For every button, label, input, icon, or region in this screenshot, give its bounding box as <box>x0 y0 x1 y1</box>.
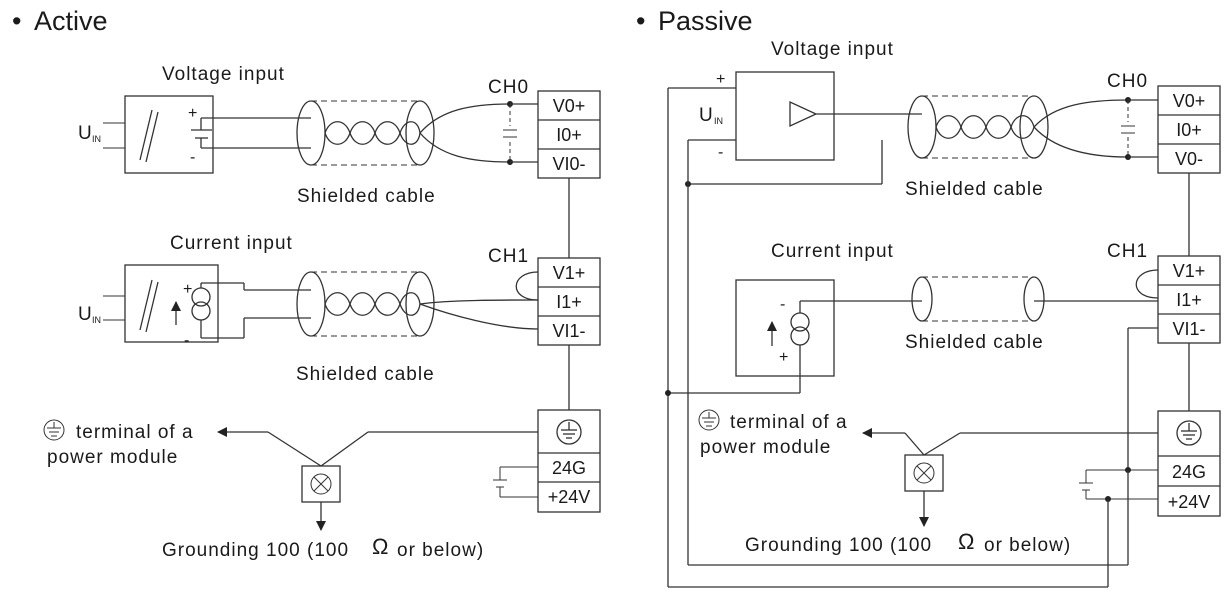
passive-ch1-terminal-block: V1+ I1+ VI1- <box>1157 255 1221 344</box>
active-power-terminal-2: +24V <box>548 487 591 507</box>
active-ch1-terminal-2: I1+ <box>556 292 582 312</box>
passive-panel: • Passive Voltage input + - U IN Shielde… <box>636 6 1221 588</box>
active-voltage-source-box <box>124 95 214 174</box>
active-ch0-terminal-3: VI0- <box>552 154 585 174</box>
active-ch1-terminal-block: V1+ I1+ VI1- <box>537 257 601 346</box>
active-panel: • Active Voltage input U IN + - <box>12 6 601 561</box>
active-power-terminal-block: 24G +24V <box>537 409 601 513</box>
passive-ground-terminal-line2: power module <box>700 437 831 458</box>
active-ch0-terminal-1: V0+ <box>553 96 586 116</box>
passive-shielded-cable-label-1: Shielded cable <box>905 179 1044 200</box>
passive-current-input-label: Current input <box>771 241 894 262</box>
passive-earth-ground-icon <box>1176 420 1202 446</box>
active-grounding-omega: Ω <box>372 534 388 559</box>
active-ground-terminal-line1: terminal of a <box>76 422 194 443</box>
passive-amplifier-icon <box>789 100 834 128</box>
passive-current-source-icon <box>767 301 810 393</box>
active-shielded-cable-1 <box>201 100 511 166</box>
passive-i-plus: + <box>779 349 788 366</box>
passive-uin-sub: IN <box>714 116 723 126</box>
passive-ground-terminal-line1: terminal of a <box>730 412 848 433</box>
active-uin-label-2: U <box>78 304 92 325</box>
active-ch0-terminal-2: I0+ <box>556 125 582 145</box>
active-current-source-icon <box>171 283 211 338</box>
passive-voltage-input-label: Voltage input <box>771 39 894 60</box>
active-ground-symbol-icon <box>43 419 65 441</box>
passive-grounding-omega: Ω <box>958 529 974 554</box>
active-grounding-tail: or below) <box>397 540 484 561</box>
passive-current-input-box <box>735 279 835 377</box>
active-ch0-terminal-block: V0+ I0+ VI0- <box>537 90 601 179</box>
passive-uin-label: U <box>699 105 713 126</box>
passive-v-minus: - <box>718 144 723 161</box>
active-i-minus: - <box>184 332 189 349</box>
active-earth-ground-icon <box>556 419 582 445</box>
passive-ground-symbol-icon <box>698 409 720 431</box>
active-grounding-label: Grounding 100 (100 <box>162 540 349 561</box>
active-ch0-label: CH0 <box>488 77 529 98</box>
active-ground-resistor-icon <box>301 465 341 503</box>
passive-ch0-terminal-block: V0+ I0+ V0- <box>1157 85 1221 174</box>
passive-bullet: • <box>636 6 645 36</box>
passive-shielded-cable-1 <box>907 95 1129 159</box>
active-ch1-terminal-1: V1+ <box>553 263 586 283</box>
passive-heading: Passive <box>658 6 753 36</box>
passive-power-terminal-1: 24G <box>1172 462 1206 482</box>
active-v-plus: + <box>188 105 197 122</box>
passive-voltage-input-box <box>735 71 835 161</box>
passive-ch1-terminal-2: I1+ <box>1176 290 1202 310</box>
active-uin-sub: IN <box>92 134 101 144</box>
passive-ch0-terminal-2: I0+ <box>1176 120 1202 140</box>
active-bullet: • <box>12 6 21 36</box>
passive-grounding-label: Grounding 100 (100 <box>745 535 932 556</box>
active-heading: Active <box>34 6 108 36</box>
active-shielded-cable-label-1: Shielded cable <box>297 186 436 207</box>
active-shielded-cable-label-2: Shielded cable <box>296 364 435 385</box>
passive-v-plus: + <box>716 71 725 88</box>
active-ground-terminal-line2: power module <box>47 447 178 468</box>
passive-ch0-terminal-1: V0+ <box>1173 91 1206 111</box>
passive-ch1-terminal-3: VI1- <box>1172 319 1205 339</box>
active-uin-sub-2: IN <box>92 315 101 325</box>
passive-grounding-tail: or below) <box>984 535 1071 556</box>
active-shielded-cable-2 <box>244 271 539 337</box>
passive-ground-resistor-icon <box>904 454 944 492</box>
passive-ch1-label: CH1 <box>1107 241 1148 262</box>
passive-ch1-terminal-1: V1+ <box>1173 261 1206 281</box>
passive-ch0-label: CH0 <box>1107 71 1148 92</box>
passive-ch0-terminal-3: V0- <box>1175 149 1203 169</box>
active-power-terminal-1: 24G <box>552 458 586 478</box>
passive-shielded-cable-2 <box>911 276 1045 322</box>
active-24v-battery-icon <box>493 466 538 498</box>
passive-i-minus: - <box>780 296 785 313</box>
passive-power-terminal-block: 24G +24V <box>1157 410 1221 517</box>
active-voltage-input-label: Voltage input <box>162 64 285 85</box>
active-battery-icon <box>191 118 212 148</box>
active-uin-label: U <box>78 123 92 144</box>
active-ch1-label: CH1 <box>488 246 529 267</box>
active-current-source-box <box>124 264 219 343</box>
passive-shielded-cable-label-2: Shielded cable <box>905 332 1044 353</box>
passive-24v-battery-icon <box>1079 469 1158 500</box>
active-current-input-label: Current input <box>170 233 293 254</box>
active-v-minus: - <box>190 149 195 166</box>
passive-power-terminal-2: +24V <box>1168 492 1211 512</box>
active-ch1-terminal-3: VI1- <box>552 321 585 341</box>
active-i-plus: + <box>183 281 192 298</box>
